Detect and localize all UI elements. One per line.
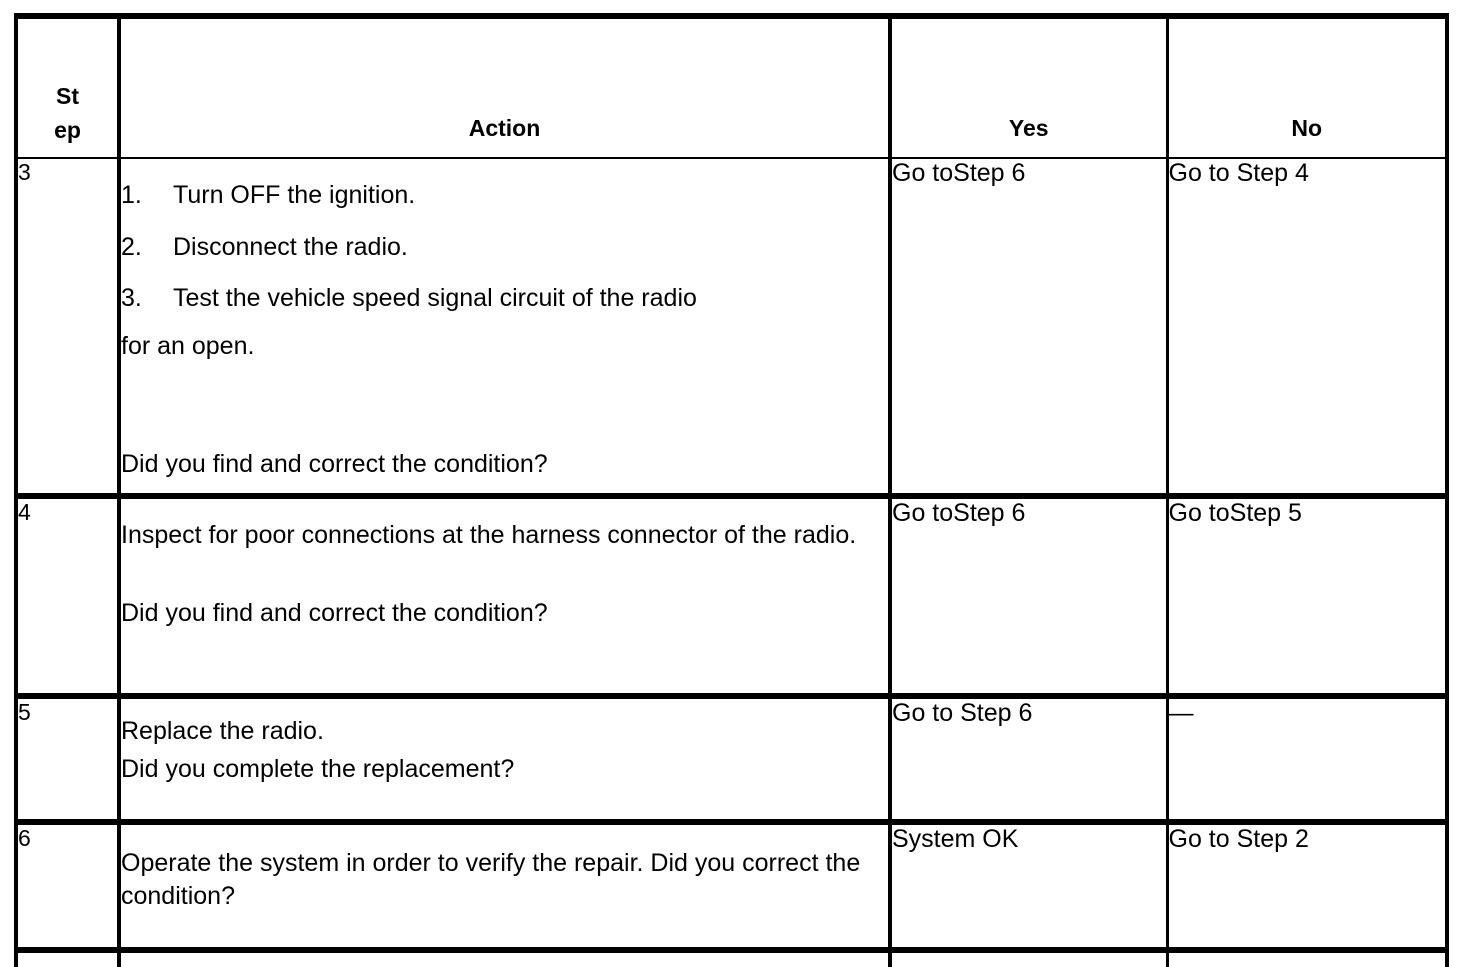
no-answer-cell: Go to Step 4: [1167, 158, 1449, 499]
step-action-cell: Inspect for poor connections at the harn…: [119, 496, 892, 699]
table-row-partial: [14, 950, 1449, 967]
list-marker: 3.: [121, 284, 142, 312]
action-question-text: Did you complete the replacement?: [121, 754, 515, 783]
no-answer-text: Go to Step 2: [1168, 825, 1309, 853]
column-header-yes: Yes: [890, 13, 1169, 159]
no-answer-text: Go to Step 4: [1168, 159, 1309, 187]
step-number-cell: 6: [14, 822, 121, 953]
yes-answer-cell: Go toStep 6: [890, 496, 1169, 699]
column-header-yes-label: Yes: [1008, 115, 1049, 142]
action-line-text: Replace the radio.: [121, 717, 324, 745]
yes-answer-text: Go to Step 6: [892, 699, 1033, 727]
yes-answer-cell: Go toStep 6: [890, 158, 1169, 499]
step-number-cell: 4: [14, 496, 121, 699]
column-header-step-line2: ep: [54, 116, 81, 143]
step-action-cell-partial: [119, 950, 892, 967]
list-item: 3. Test the vehicle speed signal circuit…: [121, 284, 888, 314]
list-item-text: Turn OFF the ignition.: [173, 181, 416, 209]
step-number-cell: 3: [14, 158, 121, 499]
yes-answer-cell: Go to Step 6: [890, 696, 1169, 825]
step-action-cell: 1. Turn OFF the ignition. 2. Disconnect …: [119, 158, 892, 499]
no-answer-cell: —: [1167, 696, 1449, 825]
column-header-no: No: [1167, 13, 1449, 159]
action-question-text: Did you find and correct the condition?: [121, 450, 548, 478]
list-item-text: Disconnect the radio.: [173, 232, 408, 261]
action-question-text: Did you find and correct the condition?: [121, 599, 548, 628]
no-answer-text: Go toStep 5: [1168, 499, 1302, 527]
diagnostic-step-table: St ep Action Yes No 3: [14, 13, 1449, 967]
step-number-cell: 5: [14, 696, 121, 825]
column-header-step: St ep: [14, 13, 121, 159]
list-item-text: Test the vehicle speed signal circuit of…: [173, 284, 697, 312]
list-item: 1. Turn OFF the ignition.: [121, 181, 888, 211]
yes-answer-cell-partial: [890, 950, 1169, 967]
step-number-cell-partial: [14, 950, 121, 967]
no-answer-dash: —: [1168, 699, 1194, 727]
table-header-row: St ep Action Yes No: [14, 13, 1449, 159]
no-answer-cell: Go toStep 5: [1167, 496, 1449, 699]
action-paragraph-text: Operate the system in order to verify th…: [121, 849, 861, 911]
list-marker: 2.: [121, 232, 142, 261]
list-marker: 1.: [121, 181, 142, 209]
column-header-no-label: No: [1291, 115, 1323, 142]
column-header-step-line1: St: [56, 83, 79, 110]
column-header-action-label: Action: [468, 115, 541, 142]
yes-answer-text: Go toStep 6: [892, 159, 1026, 187]
table-row: 5 Replace the radio. Did you complete th…: [14, 696, 1449, 825]
yes-answer-cell: System OK: [890, 822, 1169, 953]
action-ordered-list: 1. Turn OFF the ignition. 2. Disconnect …: [121, 181, 888, 314]
action-continuation-text: for an open.: [121, 331, 255, 360]
table-row: 6 Operate the system in order to verify …: [14, 822, 1449, 953]
step-action-cell: Replace the radio. Did you complete the …: [119, 696, 892, 825]
list-item: 2. Disconnect the radio.: [121, 233, 888, 263]
table-row: 3 1. Turn OFF the ignition. 2. Disconnec…: [14, 158, 1449, 499]
yes-answer-text: Go toStep 6: [892, 499, 1026, 527]
yes-answer-text: System OK: [892, 825, 1019, 853]
no-answer-cell-partial: [1167, 950, 1449, 967]
action-paragraph-text: Inspect for poor connections at the harn…: [121, 521, 857, 549]
step-action-cell: Operate the system in order to verify th…: [119, 822, 892, 953]
no-answer-cell: Go to Step 2: [1167, 822, 1449, 953]
table-row: 4 Inspect for poor connections at the ha…: [14, 496, 1449, 699]
column-header-action: Action: [119, 13, 892, 159]
